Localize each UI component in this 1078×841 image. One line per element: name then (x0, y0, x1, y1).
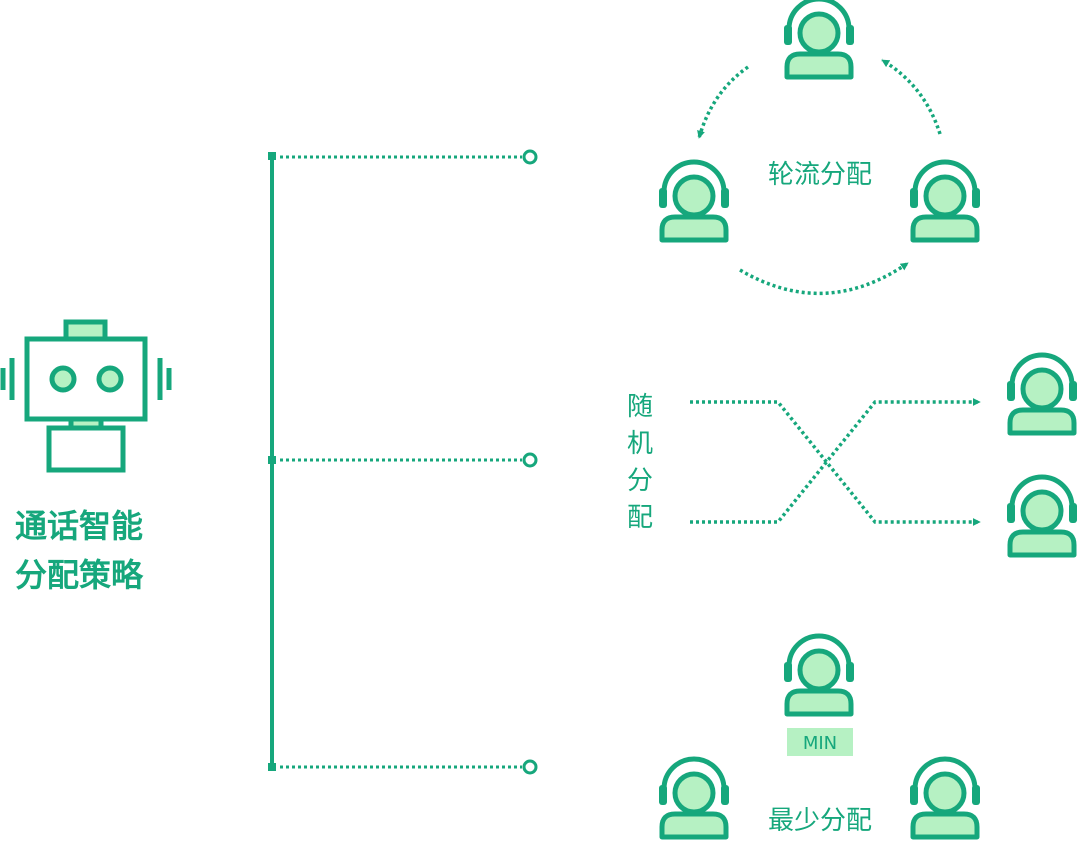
random-path-top (690, 400, 981, 526)
title-line-2: 分配策略 (15, 556, 144, 594)
round-robin-label: 轮流分配 (768, 160, 872, 190)
min-badge (787, 728, 853, 756)
random-label-char-3: 分 (627, 466, 653, 496)
least-section: MIN 最少分配 (659, 636, 980, 837)
min-badge-text: MIN (803, 733, 837, 754)
node-square-2 (268, 456, 276, 464)
headset-agent-icon (784, 0, 854, 77)
branch-end-circle-3 (522, 759, 538, 775)
cycle-arrow-bottom (739, 261, 909, 295)
branch-end-circle-2 (522, 452, 538, 468)
random-label-char-4: 配 (627, 503, 653, 533)
headset-agent-icon (910, 759, 980, 837)
headset-agent-icon (910, 162, 980, 240)
headset-agent-icon (784, 636, 854, 714)
node-square-1 (268, 152, 276, 160)
random-label-char-1: 随 (627, 392, 653, 422)
round-robin-section: 轮流分配 (659, 0, 980, 295)
title-line-1: 通话智能 (15, 507, 143, 545)
headset-agent-icon (1007, 477, 1077, 555)
cycle-arrow-right (881, 58, 942, 135)
cycle-arrow-left (697, 65, 749, 139)
branch-end-circle-1 (522, 149, 538, 165)
random-path-bottom (690, 398, 981, 524)
tree-connector (268, 149, 538, 775)
node-square-3 (268, 763, 276, 771)
random-section: 随 机 分 配 (627, 355, 1077, 555)
robot-icon (0, 319, 172, 473)
headset-agent-icon (659, 162, 729, 240)
least-label: 最少分配 (768, 806, 872, 836)
random-label-char-2: 机 (627, 429, 653, 459)
headset-agent-icon (659, 759, 729, 837)
headset-agent-icon (1007, 355, 1077, 433)
